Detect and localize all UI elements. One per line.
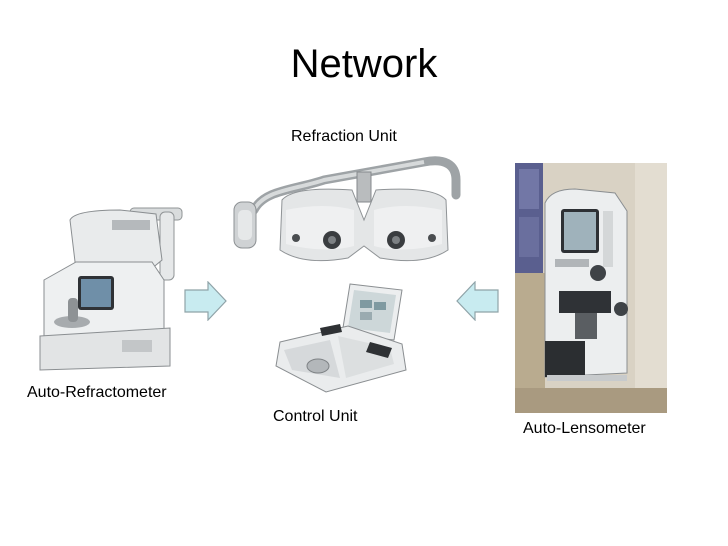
refraction-unit-label: Refraction Unit xyxy=(291,128,397,145)
control-unit-label: Control Unit xyxy=(273,408,358,425)
auto-refractometer-image xyxy=(39,207,183,371)
auto-lensometer-label: Auto-Lensometer xyxy=(523,420,646,437)
refraction-unit-image xyxy=(233,156,461,262)
auto-lensometer-image xyxy=(515,163,667,413)
auto-refractometer-label: Auto-Refractometer xyxy=(27,384,167,401)
slide-title: Network xyxy=(290,42,438,86)
control-unit-image xyxy=(275,283,407,393)
arrow-right-icon xyxy=(184,281,227,321)
arrow-left-icon xyxy=(456,281,499,321)
